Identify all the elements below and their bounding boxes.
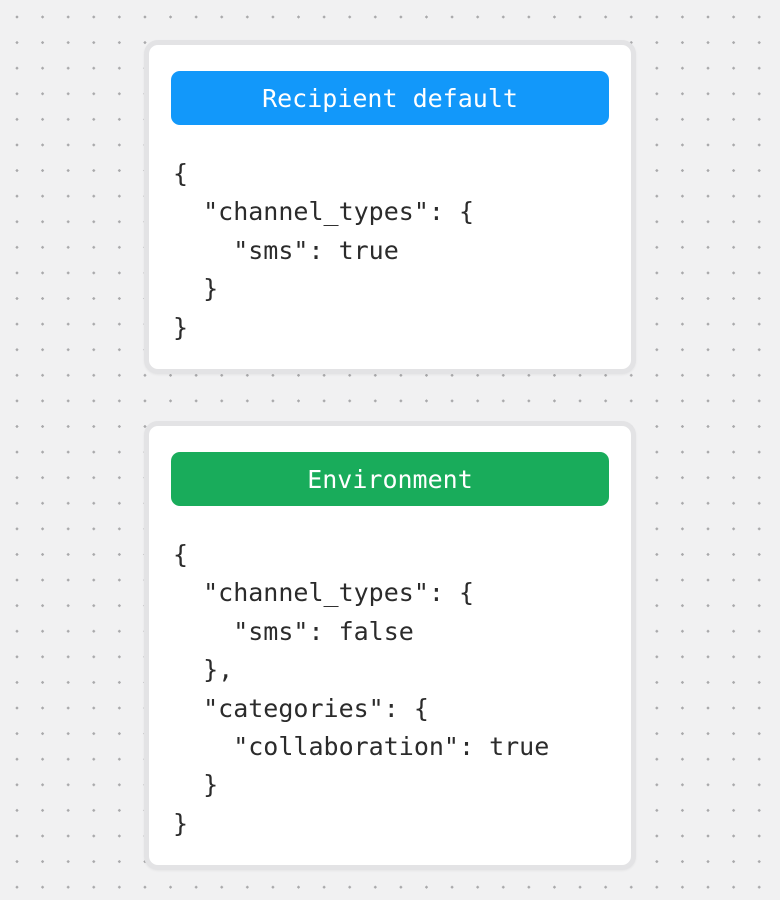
- recipient-default-header-badge: Recipient default: [171, 71, 609, 125]
- environment-header-badge: Environment: [171, 452, 609, 507]
- recipient-default-card: Recipient default { "channel_types": { "…: [144, 40, 636, 375]
- recipient-default-json-code: { "channel_types": { "sms": true } }: [173, 159, 475, 342]
- environment-card: Environment { "channel_types": { "sms": …: [144, 421, 636, 871]
- card-stack: Recipient default { "channel_types": { "…: [144, 0, 636, 871]
- environment-json-code: { "channel_types": { "sms": false }, "ca…: [173, 540, 550, 838]
